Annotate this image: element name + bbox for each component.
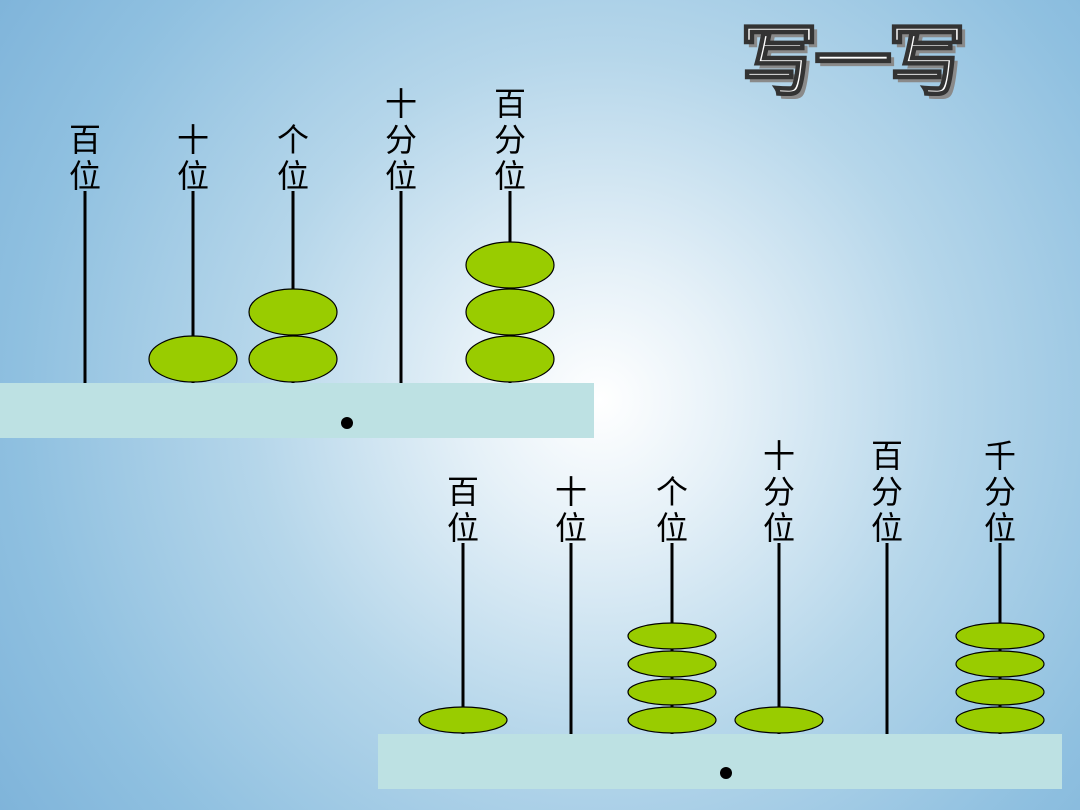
abacus-bead [627,622,717,650]
abacus-bead [955,706,1045,734]
place-value-label: 十分位 [763,437,795,547]
abacus-bead [627,650,717,678]
abacus-bead [248,335,338,383]
decimal-point [341,417,353,429]
place-value-label: 千分位 [984,437,1016,547]
page-title: 写一写 [739,16,967,108]
abacus-base [0,383,594,438]
place-value-label: 十分位 [385,85,417,195]
abacus-base [378,734,1062,789]
place-value-label: 十位 [177,121,209,195]
abacus-bead [627,706,717,734]
abacus-bead [465,241,555,289]
abacus-bead [955,678,1045,706]
place-value-label: 个位 [277,121,309,195]
place-value-label: 个位 [656,473,688,547]
abacus-bead [627,678,717,706]
abacus-bead [465,288,555,336]
abacus-bead [148,335,238,383]
place-value-label: 百分位 [494,85,526,195]
decimal-point [720,767,732,779]
abacus-bead [465,335,555,383]
place-value-label: 百位 [69,121,101,195]
abacus-bead [955,650,1045,678]
abacus-bead [734,706,824,734]
abacus-bead [418,706,508,734]
place-value-label: 百分位 [871,437,903,547]
place-value-label: 百位 [447,473,479,547]
place-value-label: 十位 [555,473,587,547]
abacus-bead [955,622,1045,650]
abacus-bead [248,288,338,336]
